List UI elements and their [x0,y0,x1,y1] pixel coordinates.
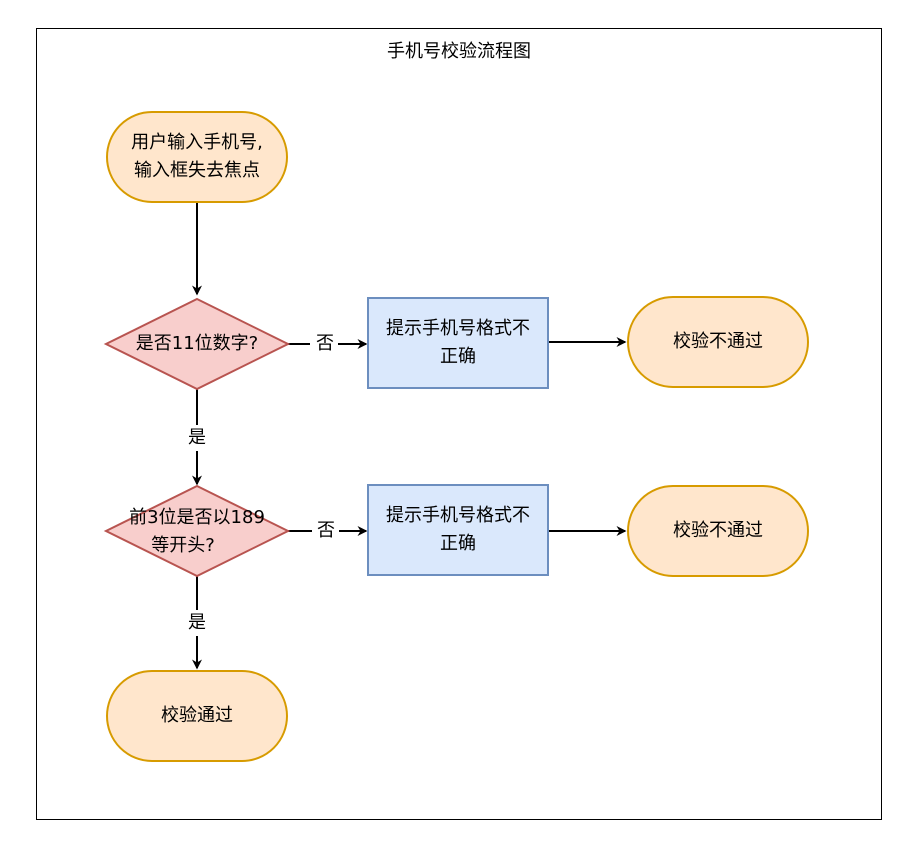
process2-line1: 提示手机号格式不 [386,505,530,526]
nodes: 用户输入手机号, 输入框失去焦点 是否11位数字? 提示手机号格式不 正确 校验… [103,111,809,762]
end1-node: 校验不通过 [627,296,809,388]
end2-node: 校验不通过 [627,485,809,577]
end1-label: 校验不通过 [673,331,763,352]
edge-label-decision1-no: 否 [316,333,334,354]
edges: 否 是 否 是 [188,202,627,670]
process2-line2: 正确 [440,533,476,554]
start-node: 用户输入手机号, 输入框失去焦点 [106,111,288,203]
edge-label-decision2-no: 否 [317,520,335,541]
pass-node: 校验通过 [106,670,288,762]
start-node-line1: 用户输入手机号, [131,132,263,153]
decision2-node: 前3位是否以189 等开头? [103,484,291,578]
diagram-frame [36,28,882,820]
process1-node: 提示手机号格式不 正确 [367,297,549,389]
edge-label-decision1-yes: 是 [188,427,206,448]
diagram-title: 手机号校验流程图 [387,41,531,62]
pass-label: 校验通过 [161,705,233,726]
decision2-line2: 等开头? [151,535,215,556]
process1-line1: 提示手机号格式不 [386,318,530,339]
edge-label-decision2-yes: 是 [188,612,206,633]
decision2-line1: 前3位是否以189 [129,507,265,528]
start-node-line2: 输入框失去焦点 [134,160,260,181]
decision1-node: 是否11位数字? [103,297,291,391]
end2-label: 校验不通过 [673,520,763,541]
process1-line2: 正确 [440,346,476,367]
decision1-label: 是否11位数字? [136,333,258,354]
process2-node: 提示手机号格式不 正确 [367,484,549,576]
